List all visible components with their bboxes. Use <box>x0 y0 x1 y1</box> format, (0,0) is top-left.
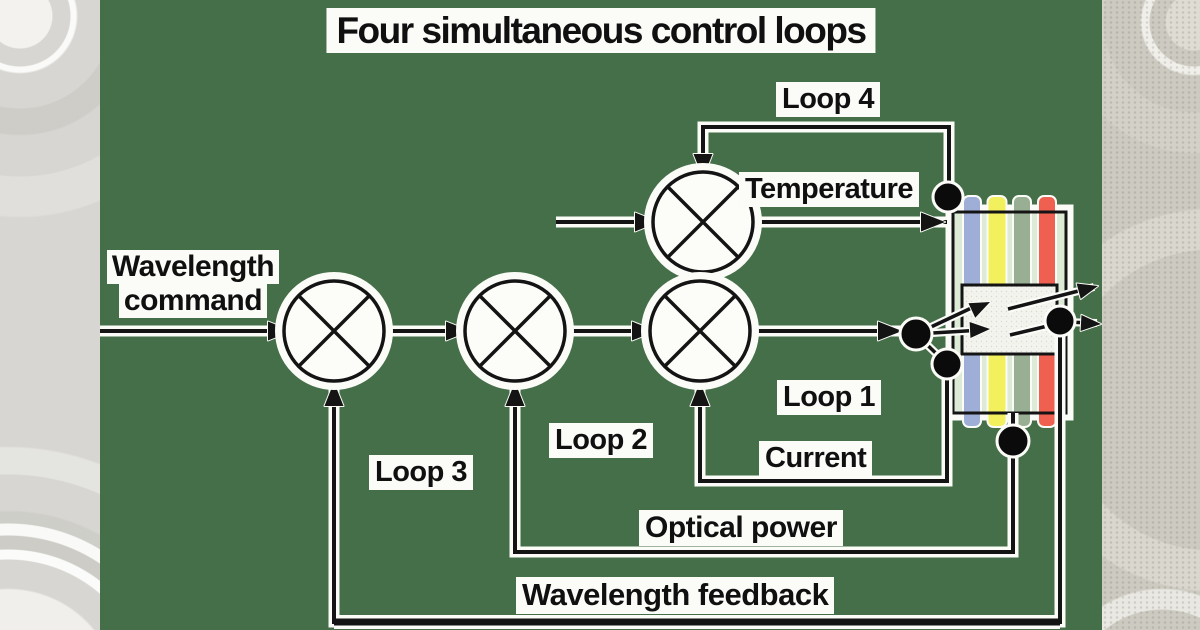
current-label: Current <box>759 441 873 476</box>
optical-tap-node <box>995 423 1031 459</box>
node-dots <box>898 180 1077 459</box>
current-tap-node <box>930 347 964 381</box>
wavelength-command-label: Wavelength command <box>100 250 286 318</box>
arrow-optical-up <box>504 381 526 407</box>
summing-junction-2 <box>456 272 574 390</box>
arrow-current-up <box>689 381 711 407</box>
arrow-beam-out-lower <box>1079 313 1102 332</box>
wavelength-feedback-label: Wavelength feedback <box>516 577 835 614</box>
loop3-label: Loop 3 <box>369 455 474 490</box>
arrow-into-module-temp <box>920 211 946 233</box>
wires <box>100 125 1098 626</box>
optical-power-label: Optical power <box>639 510 843 546</box>
arrow-beam-out-upper <box>1075 282 1099 300</box>
drive-node <box>898 316 934 352</box>
wavelength-command-line2: command <box>118 283 268 318</box>
laser-cavity <box>960 283 1059 356</box>
summing-junction-1 <box>275 272 393 390</box>
diagram-title: Four simultaneous control loops <box>326 8 876 54</box>
temperature-label: Temperature <box>739 172 920 207</box>
loop1-label: Loop 1 <box>777 380 882 415</box>
summing-junctions <box>275 163 762 390</box>
background-swirl-left <box>0 0 100 630</box>
summing-junction-3 <box>641 272 759 390</box>
arrow-cavity-in-lower <box>968 321 991 340</box>
loop4-label: Loop 4 <box>776 82 881 117</box>
current-feedback-path <box>698 356 949 483</box>
arrow-into-drive-node <box>877 320 903 342</box>
laser-module <box>945 195 1074 428</box>
temperature-tap-node <box>931 180 965 214</box>
arrow-wavelength-up <box>323 381 345 407</box>
optical-power-feedback-path <box>513 384 1015 554</box>
wavelength-command-line1: Wavelength <box>106 250 280 284</box>
arrow-cavity-in-upper <box>967 301 991 319</box>
loop2-label: Loop 2 <box>549 423 654 458</box>
loop4-feedback-path <box>701 125 951 192</box>
wavelength-tap-node <box>1043 304 1077 338</box>
background-swirl-right <box>1102 0 1200 630</box>
